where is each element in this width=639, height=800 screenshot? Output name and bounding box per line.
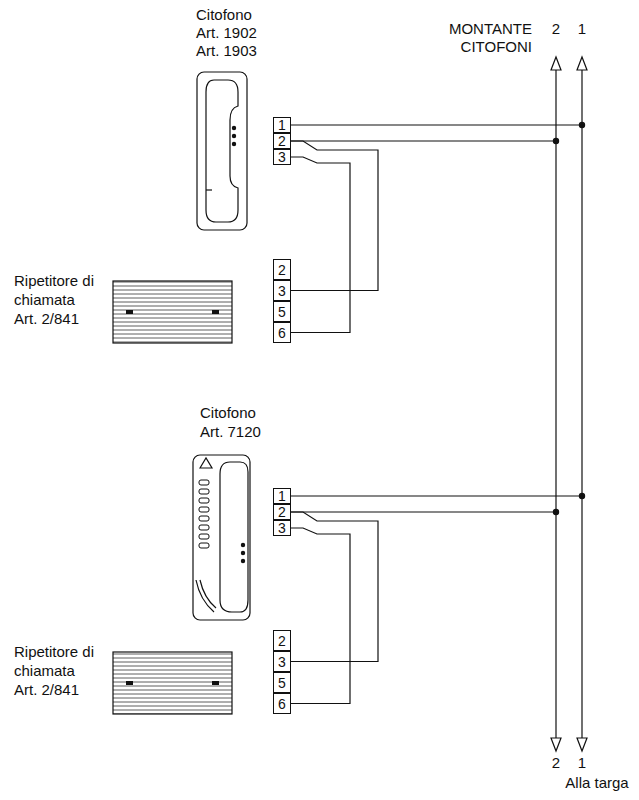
terminal-box: 2 — [273, 630, 291, 651]
terminal-number: 2 — [278, 134, 286, 148]
text-label: 1 — [578, 754, 586, 771]
keypad-button — [199, 534, 209, 539]
terminal-box: 3 — [273, 651, 291, 672]
text-label: Ripetitore di — [14, 643, 94, 660]
wire — [291, 157, 350, 333]
call-repeater — [113, 652, 232, 714]
terminal-box: 2 — [273, 133, 291, 149]
wire — [291, 528, 350, 704]
terminal-number: 6 — [278, 326, 286, 340]
text-label: CITOFONI — [461, 38, 532, 55]
intercom-handset — [193, 455, 250, 620]
call-repeater — [113, 281, 232, 343]
terminal-number: 3 — [278, 655, 286, 669]
text-label: chiamata — [14, 291, 75, 308]
text-label: Art. 2/841 — [14, 310, 79, 327]
text-label: Art. 2/841 — [14, 681, 79, 698]
terminal-number: 2 — [278, 505, 286, 519]
terminal-number: 2 — [278, 634, 286, 648]
terminal-number: 1 — [278, 118, 286, 132]
text-label: 1 — [578, 20, 586, 37]
text-label: Art. 1903 — [196, 42, 257, 59]
keypad-button — [199, 498, 209, 503]
terminal-number: 5 — [278, 676, 286, 690]
terminal-number: 1 — [278, 489, 286, 503]
terminal-number: 3 — [278, 150, 286, 164]
terminal-box: 6 — [273, 322, 291, 343]
keypad-button — [199, 516, 209, 521]
text-label: Citofono — [200, 404, 256, 421]
terminal-box: 3 — [273, 149, 291, 165]
text-label: Ripetitore di — [14, 272, 94, 289]
terminal-box: 1 — [273, 117, 291, 133]
text-label: MONTANTE — [449, 20, 532, 37]
terminal-number: 3 — [278, 284, 286, 298]
terminal-box: 2 — [273, 259, 291, 280]
terminal-box: 1 — [273, 488, 291, 504]
text-label: Art. 7120 — [200, 423, 261, 440]
terminal-number: 2 — [278, 263, 286, 277]
terminal-box: 3 — [273, 520, 291, 536]
keypad-button — [199, 543, 209, 548]
terminal-box: 6 — [273, 693, 291, 714]
terminal-box: 5 — [273, 672, 291, 693]
intercom-handset — [197, 72, 247, 230]
keypad-button — [199, 507, 209, 512]
terminal-number: 5 — [278, 305, 286, 319]
terminal-box: 2 — [273, 504, 291, 520]
text-label: chiamata — [14, 662, 75, 679]
riser-lines — [551, 57, 587, 751]
text-label: 2 — [552, 754, 560, 771]
terminal-number: 3 — [278, 521, 286, 535]
text-label: Citofono — [196, 6, 252, 23]
riser-wires — [291, 122, 585, 514]
keypad — [199, 480, 209, 548]
text-label: Alla targa — [565, 774, 628, 791]
keypad-button — [199, 489, 209, 494]
keypad-button — [199, 525, 209, 530]
terminal-number: 6 — [278, 697, 286, 711]
text-label: Art. 1902 — [196, 24, 257, 41]
terminal-box: 3 — [273, 280, 291, 301]
text-label: 2 — [552, 20, 560, 37]
keypad-button — [199, 480, 209, 485]
terminal-box: 5 — [273, 301, 291, 322]
